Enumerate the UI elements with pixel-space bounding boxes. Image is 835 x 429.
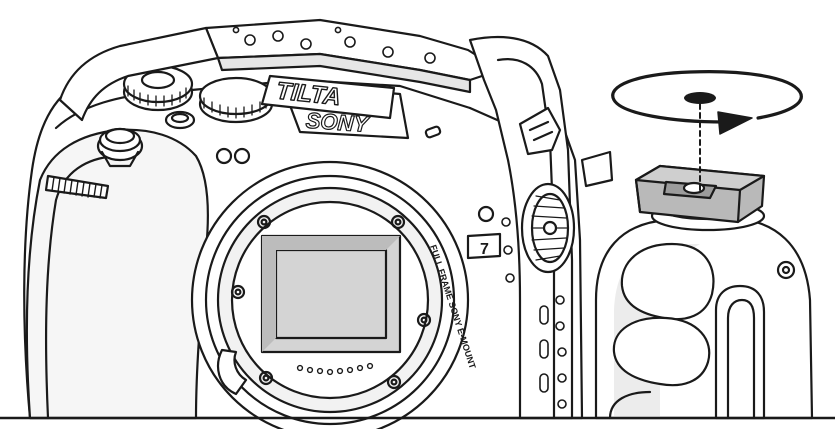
rotation-arrowhead	[717, 111, 753, 135]
top-plate-holes	[232, 26, 436, 64]
function-button-inner	[170, 112, 190, 124]
camera-grip	[25, 128, 209, 420]
rotation-center-dot	[684, 92, 716, 104]
cage-latch	[518, 106, 562, 156]
cage-latch-detail	[528, 120, 554, 142]
lens-release-button	[217, 348, 248, 396]
handle-finger-groove-1	[620, 242, 715, 321]
grip-inner-line	[44, 154, 118, 420]
handle-slot	[714, 284, 766, 420]
shutter-button	[96, 127, 144, 168]
rotate-arrow-icon	[611, 70, 803, 191]
cage-top-plate-edge	[216, 52, 472, 94]
cage-left-bar	[58, 26, 220, 122]
body-slot	[424, 125, 442, 139]
cold-shoe-side	[634, 178, 742, 224]
lens-mount: FULL FRAME SONY E-MOUNT	[190, 160, 478, 429]
handle-slot-inner	[726, 298, 756, 420]
af-lamp-right	[233, 147, 251, 165]
mode-number-plate	[466, 232, 502, 260]
front-dial	[44, 174, 110, 200]
cage-side-holes	[501, 217, 567, 409]
mount-contacts	[296, 362, 374, 376]
mount-screws	[230, 214, 432, 390]
rosette-mount	[520, 182, 576, 274]
af-lamp-left	[215, 147, 233, 165]
side-handle	[594, 195, 814, 420]
rear-dial	[198, 76, 274, 124]
top-mode-dial	[122, 64, 194, 112]
cage-side-bracket	[580, 150, 614, 188]
sensor-shade	[262, 236, 400, 352]
handle-screw-center	[781, 265, 791, 275]
cold-shoe-mount	[634, 164, 766, 224]
side-screw	[477, 205, 495, 223]
handle-finger-groove-2	[612, 316, 711, 387]
cage-brand-label: TILTA	[275, 77, 342, 111]
handle-finger-groove-3	[608, 390, 652, 420]
camera-cage: TILTA	[58, 18, 614, 420]
rotation-ellipse-arc	[611, 70, 803, 124]
cage-logo-plate	[260, 74, 396, 120]
mode-number-label: 7	[480, 241, 489, 258]
image-sensor	[260, 234, 402, 354]
handle-screw	[776, 260, 796, 280]
